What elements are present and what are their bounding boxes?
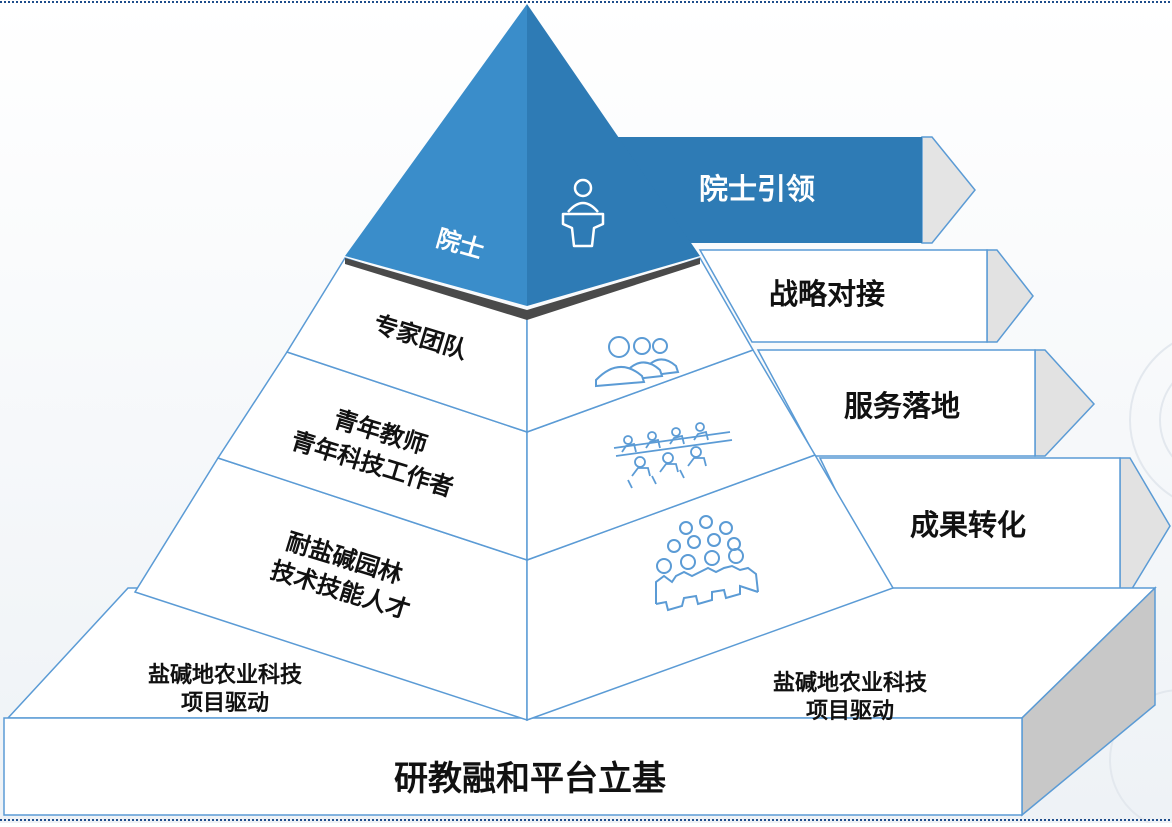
svg-text:盐碱地农业科技: 盐碱地农业科技 bbox=[148, 662, 303, 688]
arrow-result-transform: 成果转化 bbox=[818, 457, 1171, 593]
team-icon bbox=[595, 336, 680, 388]
arrow-academician-lead: 院士引领 bbox=[615, 136, 976, 244]
lecturer-icon bbox=[561, 178, 605, 248]
base-top-right-label: 盐碱地农业科技 项目驱动 bbox=[773, 670, 928, 724]
arrow-label: 服务落地 bbox=[844, 389, 960, 423]
svg-text:盐碱地农业科技: 盐碱地农业科技 bbox=[773, 670, 928, 696]
arrow-service-landing: 服务落地 bbox=[756, 349, 1096, 457]
svg-text:项目驱动: 项目驱动 bbox=[806, 699, 894, 724]
base-top-left-label: 盐碱地农业科技 项目驱动 bbox=[148, 662, 303, 716]
decorative-rings bbox=[1109, 342, 1172, 827]
apex: 院士 bbox=[345, 4, 700, 306]
audience-icon bbox=[655, 515, 759, 612]
arrow-label: 院士引领 bbox=[699, 172, 815, 206]
arrow-label: 战略对接 bbox=[769, 277, 885, 311]
base-front-label: 研教融和平台立基 bbox=[394, 759, 666, 799]
arrow-label: 成果转化 bbox=[910, 508, 1026, 542]
svg-text:项目驱动: 项目驱动 bbox=[181, 691, 269, 716]
arrow-strategy-dock: 战略对接 bbox=[698, 249, 1034, 343]
meeting-icon bbox=[613, 422, 733, 489]
